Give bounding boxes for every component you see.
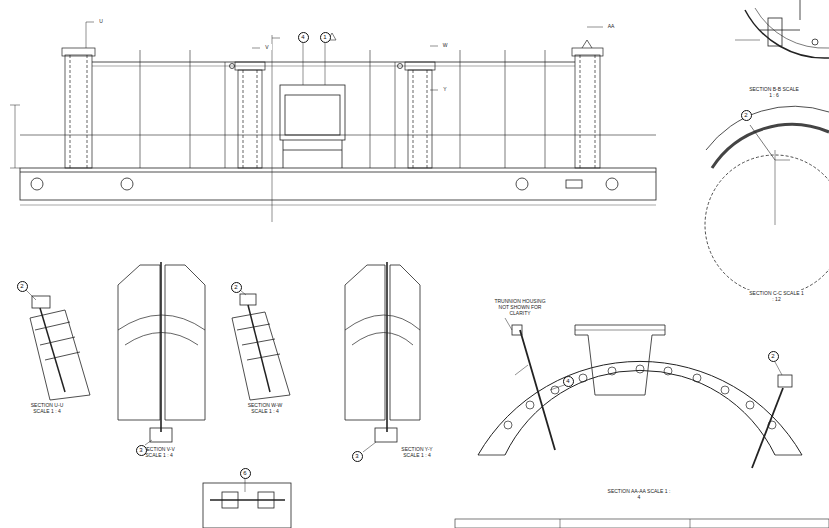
section-label: SECTION W-W SCALE 1 : 4 <box>242 402 288 414</box>
callout-number: 1 <box>323 34 326 40</box>
callout-number: 6 <box>243 470 246 476</box>
callout-balloon: 2 <box>741 110 752 121</box>
callout-balloon: 1 <box>320 32 331 43</box>
section-label: TRUNNION HOUSING NOT SHOWN FOR CLARITY <box>488 298 552 316</box>
callout-number: 4 <box>301 34 304 40</box>
section-letter: W <box>440 42 450 48</box>
section-label: SECTION Y-Y SCALE 1 : 4 <box>392 446 442 458</box>
callout-balloon: 3 <box>352 451 363 462</box>
callout-number: 2 <box>744 112 747 118</box>
callout-number: 2 <box>20 283 23 289</box>
section-letter: Y <box>440 86 450 92</box>
callout-number: 2 <box>771 353 774 359</box>
section-label: SECTION AA-AA SCALE 1 : 4 <box>606 488 672 500</box>
callout-balloon: 6 <box>240 468 251 479</box>
callout-balloon: 4 <box>563 376 574 387</box>
section-label: SECTION C-C SCALE 1 : 12 <box>748 290 805 302</box>
section-letter: V <box>262 44 272 50</box>
section-letter: AA <box>605 23 617 29</box>
callout-balloon: 2 <box>768 351 779 362</box>
callout-balloon: 4 <box>298 32 309 43</box>
section-label: SECTION U-U SCALE 1 : 4 <box>24 402 70 414</box>
section-letter: U <box>96 18 106 24</box>
callout-balloon: 2 <box>17 281 28 292</box>
callout-balloon: 3 <box>136 445 147 456</box>
section-label: SECTION B-B SCALE 1 : 6 <box>748 86 800 98</box>
callout-number: 3 <box>139 447 142 453</box>
callout-number: 2 <box>234 284 237 290</box>
callout-balloon: 2 <box>231 282 242 293</box>
callout-number: 4 <box>566 378 569 384</box>
callout-number: 3 <box>355 453 358 459</box>
